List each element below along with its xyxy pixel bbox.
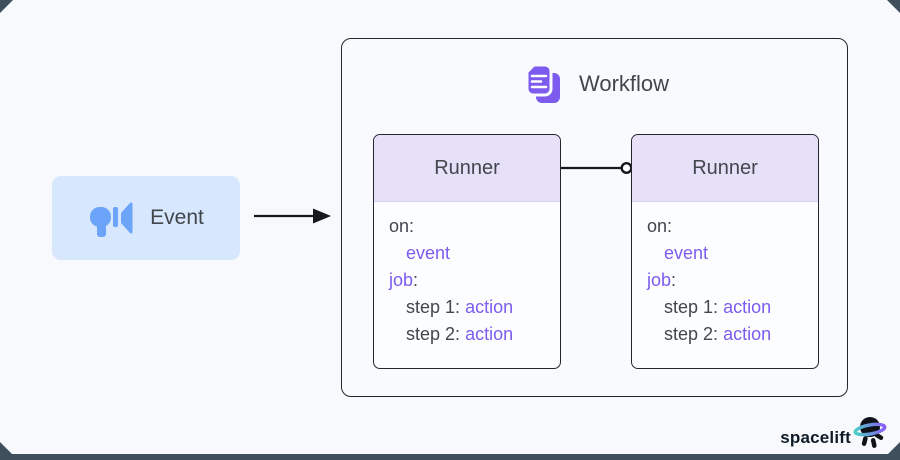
yaml-key-step1: step 1: xyxy=(664,297,719,317)
yaml-key-step2: step 2: xyxy=(406,324,461,344)
runner-config: on: event job: step 1: action step 2: ac… xyxy=(632,202,818,348)
runner-connector xyxy=(561,161,633,175)
event-node: Event xyxy=(52,176,240,260)
spacelift-logo-text: spacelift xyxy=(780,428,851,447)
yaml-value-action2: action xyxy=(465,324,514,344)
frame-corner-top-right xyxy=(887,0,900,13)
yaml-colon: : xyxy=(413,270,419,290)
yaml-value-action1: action xyxy=(465,297,514,317)
spacelift-logo: spacelift xyxy=(780,414,887,451)
yaml-key-step2: step 2: xyxy=(664,324,719,344)
runner-config: on: event job: step 1: action step 2: ac… xyxy=(374,202,560,348)
yaml-key-on: on: xyxy=(389,216,415,236)
yaml-value-action2: action xyxy=(723,324,772,344)
frame-corner-top-left xyxy=(0,0,13,13)
runner-title: Runner xyxy=(374,135,560,202)
yaml-key-step1: step 1: xyxy=(406,297,461,317)
workflow-header: Workflow xyxy=(342,39,847,129)
event-label: Event xyxy=(150,206,204,229)
workflow-documents-icon xyxy=(520,61,566,107)
spacelift-mascot-icon xyxy=(853,414,887,451)
runner-title: Runner xyxy=(632,135,818,202)
yaml-value-action1: action xyxy=(723,297,772,317)
connector-circle xyxy=(620,161,633,175)
workflow-container: Workflow Runner on: event job: step 1: a… xyxy=(341,38,848,397)
megaphone-icon xyxy=(88,196,134,240)
yaml-value-event: event xyxy=(664,243,709,263)
footer-bar xyxy=(0,454,900,460)
yaml-key-on: on: xyxy=(647,216,673,236)
yaml-key-job: job xyxy=(647,270,672,290)
workflow-title: Workflow xyxy=(578,71,670,96)
runner-node-1: Runner on: event job: step 1: action ste… xyxy=(373,134,561,369)
yaml-value-event: event xyxy=(406,243,451,263)
runner-node-2: Runner on: event job: step 1: action ste… xyxy=(631,134,819,369)
arrow-right-icon xyxy=(254,208,331,224)
yaml-key-job: job xyxy=(389,270,414,290)
yaml-colon: : xyxy=(671,270,677,290)
